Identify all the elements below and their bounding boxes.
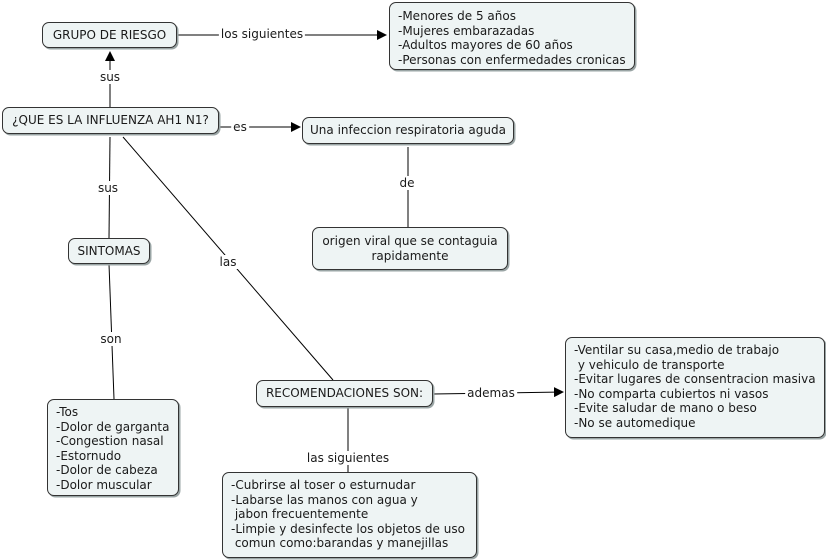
node-que-es-influenza[interactable]: ¿QUE ES LA INFLUENZA AH1 N1? (2, 107, 219, 134)
node-sintomas-lista[interactable]: -Tos -Dolor de garganta -Congestion nasa… (47, 399, 179, 496)
link-label-las-siguientes: las siguientes (304, 451, 392, 465)
node-grupos-lista[interactable]: -Menores de 5 años -Mujeres embarazadas … (389, 2, 635, 70)
node-ademas-lista[interactable]: -Ventilar su casa,medio de trabajo y veh… (565, 337, 825, 438)
link-label-ademas: ademas (465, 386, 517, 400)
link-label-los-siguientes: los siguientes (218, 27, 306, 41)
link-label-de: de (397, 176, 417, 190)
node-siguientes-lista[interactable]: -Cubrirse al toser o esturnudar -Labarse… (222, 472, 477, 558)
link-label-son: son (98, 332, 124, 346)
node-sintomas[interactable]: SINTOMAS (68, 238, 150, 264)
node-grupo-de-riesgo[interactable]: GRUPO DE RIESGO (42, 22, 177, 48)
link-label-las: las (217, 255, 239, 269)
node-infeccion-respiratoria[interactable]: Una infeccion respiratoria aguda (302, 117, 514, 144)
link-label-sus-grupo: sus (97, 70, 123, 84)
node-recomendaciones[interactable]: RECOMENDACIONES SON: (256, 380, 433, 407)
link-label-es: es (231, 120, 249, 134)
node-origen-viral[interactable]: origen viral que se contaguia rapidament… (312, 227, 508, 270)
link-label-sus-sintomas: sus (95, 181, 121, 195)
edge-sintomas-lista (108, 263, 115, 400)
